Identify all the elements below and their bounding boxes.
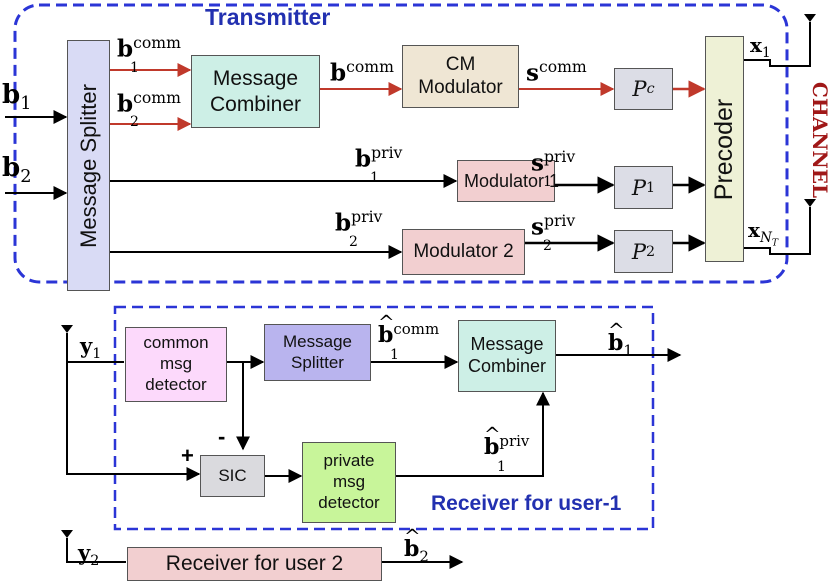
rx2-antenna <box>61 530 73 538</box>
label-s2priv-sub: 2 <box>543 238 552 254</box>
receiver1-title: Receiver for user-1 <box>431 492 622 515</box>
label-b2-input: b2 <box>2 153 32 188</box>
label-scomm: scomm <box>526 57 587 87</box>
label-b1-hat: b1 <box>608 319 633 359</box>
receiver1-frame <box>113 305 655 531</box>
label-b1-input: b1 <box>2 80 32 115</box>
sic-minus-sign: - <box>218 424 226 449</box>
y2-input-line <box>66 538 126 563</box>
label-b2priv-sub: 2 <box>349 234 358 250</box>
p2-symbol: P <box>631 239 647 264</box>
y1-to-sic <box>66 362 201 481</box>
label-b1comm-hat: bcomm <box>378 311 439 348</box>
message-splitter-rx[interactable]: Message Splitter <box>264 324 371 381</box>
cm-modulator[interactable]: CM Modulator <box>402 45 519 108</box>
precoder[interactable]: Precoder <box>705 36 744 262</box>
label-s1priv-sub: 1 <box>543 174 552 190</box>
xNT-output-line <box>744 207 811 255</box>
pc-symbol: P <box>632 77 647 101</box>
b1priv-hat-arrow <box>396 391 550 477</box>
message-splitter-tx-label: Message Splitter <box>75 83 101 248</box>
label-b1priv-sub: 1 <box>370 170 379 186</box>
label-b2-hat: b2 <box>404 525 429 565</box>
x1-output-line <box>744 22 811 67</box>
label-xNT: xNT <box>748 218 779 249</box>
receiver-user2-block[interactable]: Receiver for user 2 <box>127 547 382 581</box>
label-bcomm: bcomm <box>330 57 394 87</box>
modulator-2[interactable]: Modulator 2 <box>402 229 525 275</box>
label-b2priv: bpriv <box>335 207 383 237</box>
tx-antenna-1 <box>804 14 816 22</box>
label-y2: y2 <box>78 540 100 570</box>
message-combiner-tx[interactable]: Message Combiner <box>191 55 320 128</box>
modulator-1[interactable]: Modulator 1 <box>457 160 559 202</box>
transmitter-title: Transmitter <box>205 4 331 30</box>
precoder-label: Precoder <box>710 98 739 200</box>
label-b1priv-hat-sub: 1 <box>497 459 506 475</box>
label-x1: x1 <box>750 33 771 61</box>
private-msg-detector[interactable]: private msg detector <box>302 442 396 523</box>
label-s1priv: spriv <box>531 147 576 177</box>
label-s2priv: spriv <box>531 211 576 241</box>
common-msg-detector[interactable]: common msg detector <box>125 327 227 402</box>
tx-antenna-NT <box>804 199 816 207</box>
message-splitter-tx[interactable]: Message Splitter <box>67 40 110 291</box>
p1-subscript: 1 <box>646 179 656 196</box>
p2-subscript: 2 <box>646 243 656 260</box>
label-b1comm-hat-sub: 1 <box>390 347 399 363</box>
label-b1priv: bpriv <box>355 143 403 173</box>
channel-label: CHANNEL <box>808 81 830 199</box>
label-b2comm-sub: 2 <box>130 114 139 130</box>
label-b2comm: bcomm <box>117 88 181 118</box>
label-y1: y1 <box>80 333 102 363</box>
sic-plus-sign: + <box>181 443 194 468</box>
label-b1comm-sub: 1 <box>130 60 139 76</box>
pc-subscript: c <box>646 81 655 97</box>
sic-block[interactable]: SIC <box>200 455 265 497</box>
message-combiner-rx[interactable]: Message Combiner <box>458 320 556 392</box>
rx1-antenna <box>61 325 73 333</box>
p1-symbol: P <box>631 175 647 200</box>
label-b1comm: bcomm <box>117 33 181 63</box>
transmitter-frame <box>13 3 789 284</box>
label-b1priv-hat: bpriv <box>484 423 529 460</box>
